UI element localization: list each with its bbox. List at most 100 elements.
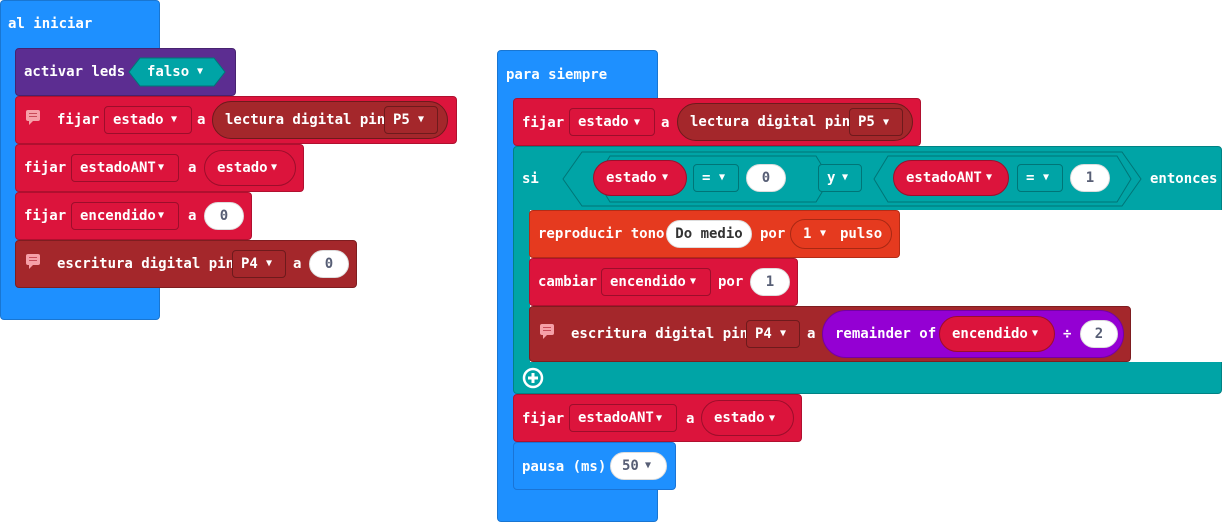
change-label: cambiar: [538, 274, 598, 290]
variable-dropdown[interactable]: estado: [104, 106, 192, 134]
chevron-down-icon[interactable]: ▼: [820, 228, 827, 239]
to-label: a: [661, 115, 670, 131]
play-tone-label: reproducir tono: [538, 226, 665, 242]
digital-write-label: escritura digital pin: [571, 326, 749, 342]
variable-name: estadoANT: [80, 160, 156, 176]
chevron-down-icon[interactable]: ▼: [171, 114, 178, 125]
digital-read-label: lectura digital pin: [690, 114, 851, 130]
chevron-down-icon[interactable]: ▼: [158, 210, 165, 221]
to-label: a: [188, 160, 197, 176]
pin-name: P4: [241, 256, 258, 272]
number-input[interactable]: 0: [204, 202, 244, 230]
boolean-dropdown-shape: [128, 57, 226, 87]
chevron-down-icon[interactable]: ▼: [769, 413, 776, 424]
compare-operator-dropdown[interactable]: =: [1017, 164, 1063, 192]
comment-icon[interactable]: [26, 110, 40, 125]
to-label: a: [197, 112, 206, 128]
variable-reporter[interactable]: estado: [701, 400, 794, 436]
chevron-down-icon[interactable]: ▼: [1043, 172, 1050, 183]
to-label: a: [188, 208, 197, 224]
set-label: fijar: [522, 115, 565, 131]
comment-icon[interactable]: [26, 254, 40, 269]
and-operator-dropdown[interactable]: y: [818, 164, 862, 192]
beat-reporter[interactable]: 1: [790, 219, 892, 249]
to-label: a: [293, 256, 302, 272]
if-label: si: [522, 171, 539, 187]
by-label: por: [760, 226, 786, 242]
variable-name: estado: [217, 160, 268, 176]
chevron-down-icon[interactable]: ▼: [656, 413, 663, 424]
pin-dropdown[interactable]: P5: [849, 108, 903, 136]
divide-operator: ÷: [1063, 326, 1072, 342]
on-start-label: al iniciar: [8, 16, 93, 32]
chevron-down-icon[interactable]: ▼: [1032, 328, 1039, 339]
chevron-down-icon[interactable]: ▼: [271, 162, 278, 173]
digital-write-block[interactable]: [15, 240, 357, 288]
variable-name: estado: [714, 410, 765, 426]
led-enable-label: activar leds: [24, 64, 126, 80]
chevron-down-icon[interactable]: ▼: [418, 114, 425, 125]
and-label: y: [827, 170, 836, 186]
variable-name: estadoANT: [578, 410, 654, 426]
variable-dropdown[interactable]: estadoANT: [569, 404, 677, 432]
variable-name: estadoANT: [906, 170, 982, 186]
then-label: entonces: [1150, 171, 1218, 187]
chevron-down-icon[interactable]: ▼: [645, 460, 652, 471]
pin-dropdown[interactable]: P4: [746, 320, 800, 348]
chevron-down-icon[interactable]: ▼: [842, 172, 849, 183]
pin-name: P5: [393, 112, 410, 128]
variable-dropdown[interactable]: estado: [569, 108, 655, 136]
variable-dropdown[interactable]: encendido: [601, 268, 711, 296]
chevron-down-icon[interactable]: ▼: [634, 117, 641, 128]
beat-unit-label: pulso: [840, 226, 883, 242]
chevron-down-icon[interactable]: ▼: [780, 328, 787, 339]
to-label: a: [807, 326, 816, 342]
chevron-down-icon[interactable]: ▼: [986, 172, 993, 183]
set-label: fijar: [24, 208, 67, 224]
pin-name: P4: [755, 326, 772, 342]
number-input[interactable]: 1: [750, 268, 790, 296]
note-picker[interactable]: Do medio: [666, 220, 752, 248]
forever-label: para siempre: [506, 67, 608, 83]
variable-name: encendido: [80, 208, 156, 224]
set-label: fijar: [24, 160, 67, 176]
boolean-dropdown[interactable]: falso: [147, 64, 190, 80]
variable-name: estado: [606, 170, 657, 186]
pause-label: pausa (ms): [522, 459, 607, 475]
operator-label: =: [702, 170, 711, 186]
chevron-down-icon[interactable]: ▼: [662, 172, 669, 183]
set-label: fijar: [57, 112, 100, 128]
chevron-down-icon[interactable]: ▼: [158, 162, 165, 173]
chevron-down-icon[interactable]: ▼: [266, 258, 273, 269]
remainder-label: remainder of: [835, 326, 937, 342]
variable-dropdown[interactable]: estadoANT: [71, 154, 179, 182]
chevron-down-icon[interactable]: ▼: [883, 117, 890, 128]
comment-icon[interactable]: [540, 324, 554, 339]
pause-input[interactable]: 50: [610, 452, 667, 480]
number-input[interactable]: 2: [1080, 320, 1118, 348]
number-input[interactable]: 1: [1070, 164, 1110, 192]
variable-reporter[interactable]: estado: [204, 150, 296, 186]
number-input[interactable]: 0: [746, 164, 786, 192]
chevron-down-icon[interactable]: ▼: [719, 172, 726, 183]
chevron-down-icon[interactable]: ▼: [197, 66, 204, 77]
variable-dropdown[interactable]: encendido: [71, 202, 179, 230]
variable-reporter[interactable]: estado: [593, 160, 687, 196]
set-label: fijar: [522, 411, 565, 427]
plus-circle-icon[interactable]: [522, 367, 544, 389]
compare-operator-dropdown[interactable]: =: [693, 164, 739, 192]
variable-reporter[interactable]: encendido: [939, 316, 1055, 352]
chevron-down-icon[interactable]: ▼: [690, 276, 697, 287]
variable-name: estado: [113, 112, 164, 128]
pin-name: P5: [858, 114, 875, 130]
operator-label: =: [1026, 170, 1035, 186]
digital-read-label: lectura digital pin: [225, 112, 386, 128]
pin-dropdown[interactable]: P4: [232, 250, 286, 278]
pause-value: 50: [622, 458, 639, 474]
digital-write-label: escritura digital pin: [57, 256, 235, 272]
by-label: por: [718, 274, 744, 290]
variable-name: estado: [578, 114, 629, 130]
pin-dropdown[interactable]: P5: [384, 106, 438, 134]
number-input[interactable]: 0: [309, 250, 349, 278]
variable-reporter[interactable]: estadoANT: [893, 160, 1009, 196]
